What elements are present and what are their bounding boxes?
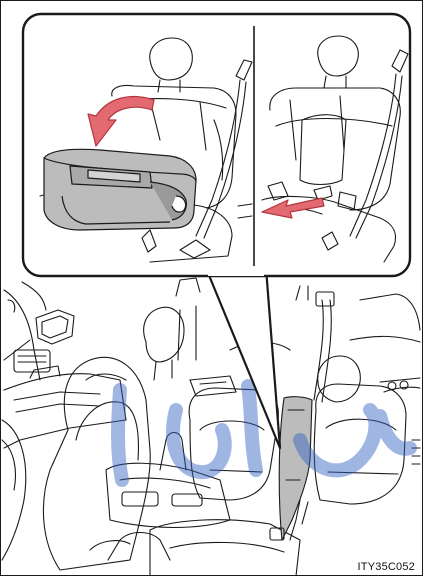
figure-code: ITY35C052 bbox=[356, 561, 417, 573]
armrest-folded-down bbox=[44, 149, 196, 230]
callout-box bbox=[23, 14, 410, 276]
